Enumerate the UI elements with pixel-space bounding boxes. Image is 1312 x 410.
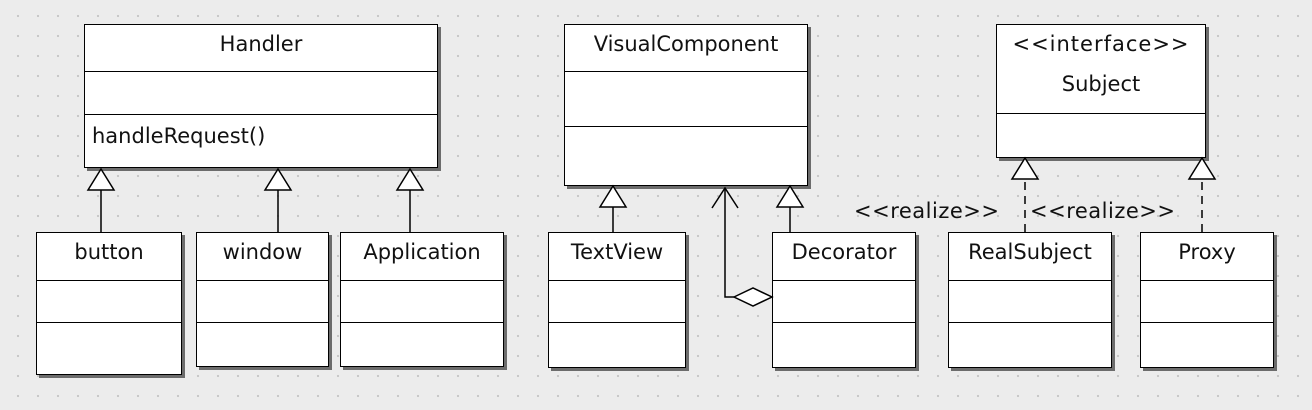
class-proxy[interactable]: Proxy [1140,232,1274,368]
realization-arrowhead-icon [1187,156,1217,180]
realization-arrowhead-icon [1010,156,1040,180]
inheritance-arrowhead-icon [86,167,116,191]
class-subject-stereotype: <<interface>> [1012,32,1190,56]
class-decorator-attributes [773,280,915,281]
realize-label-realsubject: <<realize>> [854,199,1000,223]
inheritance-arrowhead-icon [263,167,293,191]
class-text-view-name: TextView [570,240,664,264]
inheritance-arrowhead-icon [395,167,425,191]
class-decorator-operations [773,322,915,323]
class-real-subject-operations [949,322,1111,323]
class-real-subject[interactable]: RealSubject [948,232,1112,368]
class-handler[interactable]: Handler handleRequest() [84,24,438,168]
class-application-attributes [341,280,503,281]
class-proxy-operations [1141,322,1273,323]
class-proxy-name: Proxy [1178,240,1236,264]
class-window[interactable]: window [196,232,329,367]
class-text-view-attributes [549,280,685,281]
class-button-operations [37,322,181,323]
class-application-operations [341,322,503,323]
class-real-subject-name: RealSubject [968,240,1092,264]
aggregation-diamond-icon [732,287,774,307]
class-visual-component[interactable]: VisualComponent [564,24,808,186]
class-button-attributes [37,280,181,281]
inheritance-arrowhead-icon [598,184,628,208]
class-visual-component-name: VisualComponent [593,32,779,56]
class-button[interactable]: button [36,232,182,375]
class-text-view-operations [549,322,685,323]
class-text-view[interactable]: TextView [548,232,686,368]
aggregation-decorator-visualcomponent[interactable] [724,188,734,298]
class-subject-attributes [997,113,1205,114]
class-window-operations [197,322,328,323]
class-subject-name: Subject [1061,72,1141,96]
class-real-subject-attributes [949,280,1111,281]
class-decorator[interactable]: Decorator [772,232,916,368]
class-handler-operations [85,114,437,115]
class-visual-component-attributes [565,71,807,72]
class-subject[interactable]: <<interface>> Subject [996,24,1206,158]
class-proxy-attributes [1141,280,1273,281]
class-window-attributes [197,280,328,281]
realize-label-proxy: <<realize>> [1030,199,1176,223]
class-decorator-name: Decorator [791,240,897,264]
class-application[interactable]: Application [340,232,504,367]
class-window-name: window [222,240,303,264]
class-handler-name: Handler [219,32,303,56]
class-visual-component-operations [565,126,807,127]
class-handler-attributes [85,71,437,72]
class-button-name: button [74,240,144,264]
inheritance-arrowhead-icon [775,184,805,208]
class-handler-operation: handleRequest() [92,124,266,148]
class-application-name: Application [363,240,481,264]
open-arrowhead-icon [711,186,739,209]
